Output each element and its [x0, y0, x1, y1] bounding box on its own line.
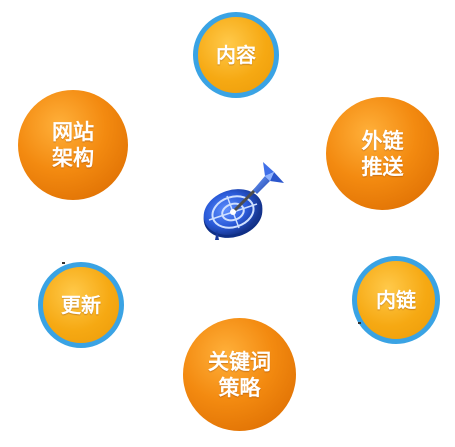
decor-mark	[358, 322, 361, 324]
node-internal-links: 内链	[352, 256, 440, 344]
node-external-links: 外链 推送	[326, 97, 439, 210]
node-site-architecture: 网站 架构	[18, 90, 128, 200]
node-update: 更新	[38, 262, 124, 348]
decor-mark	[62, 262, 65, 264]
node-content: 内容	[193, 12, 279, 98]
dart-target-icon	[203, 162, 284, 240]
node-keyword-strategy: 关键词 策略	[183, 318, 296, 431]
